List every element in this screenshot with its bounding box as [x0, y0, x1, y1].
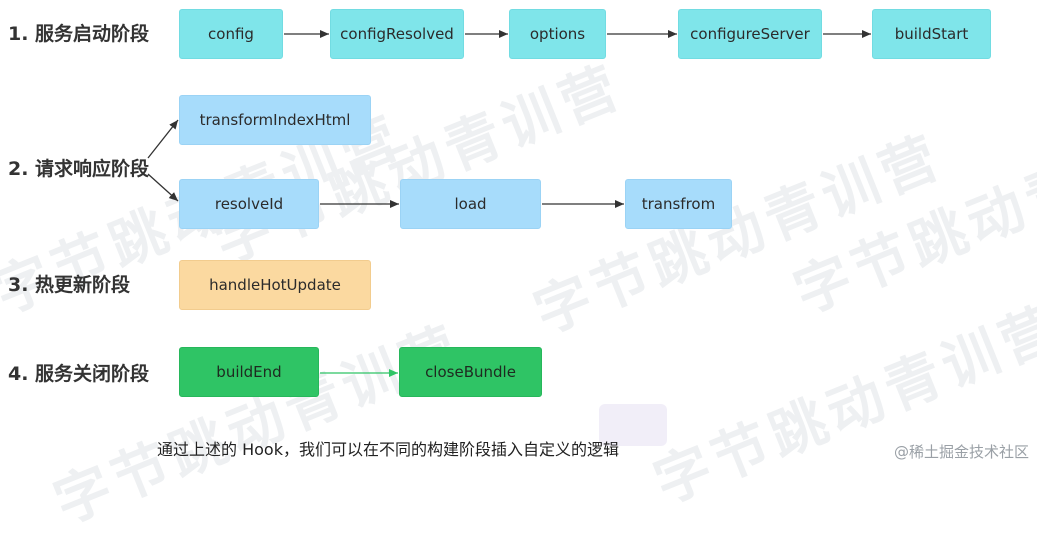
node-options: options	[509, 9, 606, 59]
arrow-phase2-to-resolveid	[147, 173, 179, 202]
node-handlehotupdate: handleHotUpdate	[179, 260, 371, 310]
node-configureserver: configureServer	[678, 9, 822, 59]
node-transformindexhtml: transformIndexHtml	[179, 95, 371, 145]
decorative-blur	[599, 404, 667, 446]
node-load: load	[400, 179, 541, 229]
node-resolveid: resolveId	[179, 179, 319, 229]
node-buildstart: buildStart	[872, 9, 991, 59]
node-closebundle: closeBundle	[399, 347, 542, 397]
node-transfrom: transfrom	[625, 179, 732, 229]
phase-label-close: 4. 服务关闭阶段	[8, 363, 150, 385]
credit-watermark: @稀土掘金技术社区	[893, 443, 1029, 461]
caption-text: 通过上述的 Hook，我们可以在不同的构建阶段插入自定义的逻辑	[157, 440, 619, 459]
phase-label-hotupdate: 3. 热更新阶段	[8, 274, 131, 296]
arrow-phase2-to-transformindexhtml	[147, 119, 179, 159]
phase-label-startup: 1. 服务启动阶段	[8, 23, 150, 45]
node-config: config	[179, 9, 283, 59]
node-configresolved: configResolved	[330, 9, 464, 59]
arrow-layer	[147, 30, 871, 377]
node-buildend: buildEnd	[179, 347, 319, 397]
phase-label-request: 2. 请求响应阶段	[8, 158, 150, 180]
